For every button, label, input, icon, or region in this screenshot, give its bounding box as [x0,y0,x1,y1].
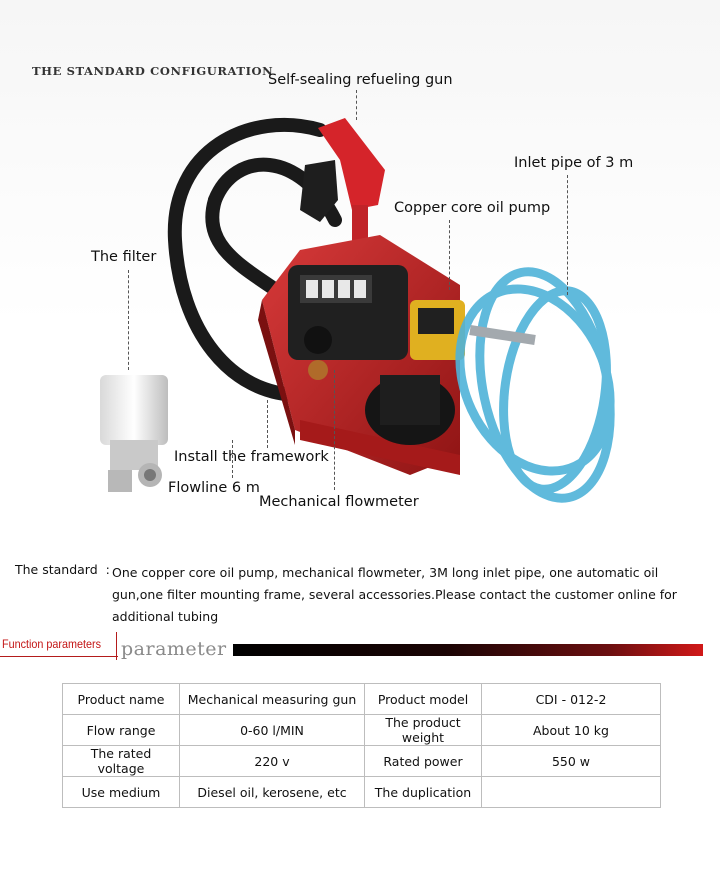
product-illustration [100,118,615,503]
leader-framework [267,400,268,448]
table-cell: The rated voltage [62,745,180,777]
callout-gun: Self-sealing refueling gun [268,72,453,88]
flowmeter-icon [288,265,408,380]
callout-pump: Copper core oil pump [394,200,551,216]
oil-pump-icon [365,300,465,445]
callout-framework: Install the framework [174,449,329,465]
leader-flowline [232,440,233,478]
callout-filter: The filter [91,249,157,265]
table-cell: Flow range [62,714,180,746]
product-illustration-area: THE STANDARD CONFIGURATION [0,0,720,540]
table-row: Use medium Diesel oil, kerosene, etc The… [62,776,661,808]
table-cell: The duplication [364,776,482,808]
table-cell: Product model [364,683,482,715]
header-gradient-bar [233,644,703,656]
table-cell: CDI - 012-2 [481,683,661,715]
filter-icon [100,375,168,492]
table-cell: Product name [62,683,180,715]
leader-flowmeter [334,370,335,490]
table-cell: Diesel oil, kerosene, etc [179,776,365,808]
table-cell: Mechanical measuring gun [179,683,365,715]
callout-flowmeter: Mechanical flowmeter [259,494,419,510]
table-cell: Use medium [62,776,180,808]
table-cell: 0-60 l/MIN [179,714,365,746]
table-row: Flow range 0-60 l/MIN The product weight… [62,714,661,746]
table-row: The rated voltage 220 v Rated power 550 … [62,745,661,777]
standard-description: One copper core oil pump, mechanical flo… [112,565,677,624]
leader-pump [449,220,450,290]
table-cell: 220 v [179,745,365,777]
inlet-pipe-coil [455,267,615,503]
callout-inlet-pipe: Inlet pipe of 3 m [514,155,634,171]
leader-gun [356,90,357,120]
callout-flowline: Flowline 6 m [168,480,260,496]
table-cell: The product weight [364,714,482,746]
function-parameters-label: Function parameters [2,637,102,651]
standard-label: The standard : [15,562,110,577]
parameters-table: Product name Mechanical measuring gun Pr… [62,683,661,808]
header-underline [0,656,118,657]
table-cell: 550 w [481,745,661,777]
parameter-heading: parameter [121,638,227,660]
leader-filter [128,270,129,370]
table-cell [481,776,661,808]
header-divider [116,632,117,660]
table-cell: About 10 kg [481,714,661,746]
config-title: THE STANDARD CONFIGURATION [32,64,274,78]
table-cell: Rated power [364,745,482,777]
table-row: Product name Mechanical measuring gun Pr… [62,683,661,715]
leader-inlet [567,175,568,295]
